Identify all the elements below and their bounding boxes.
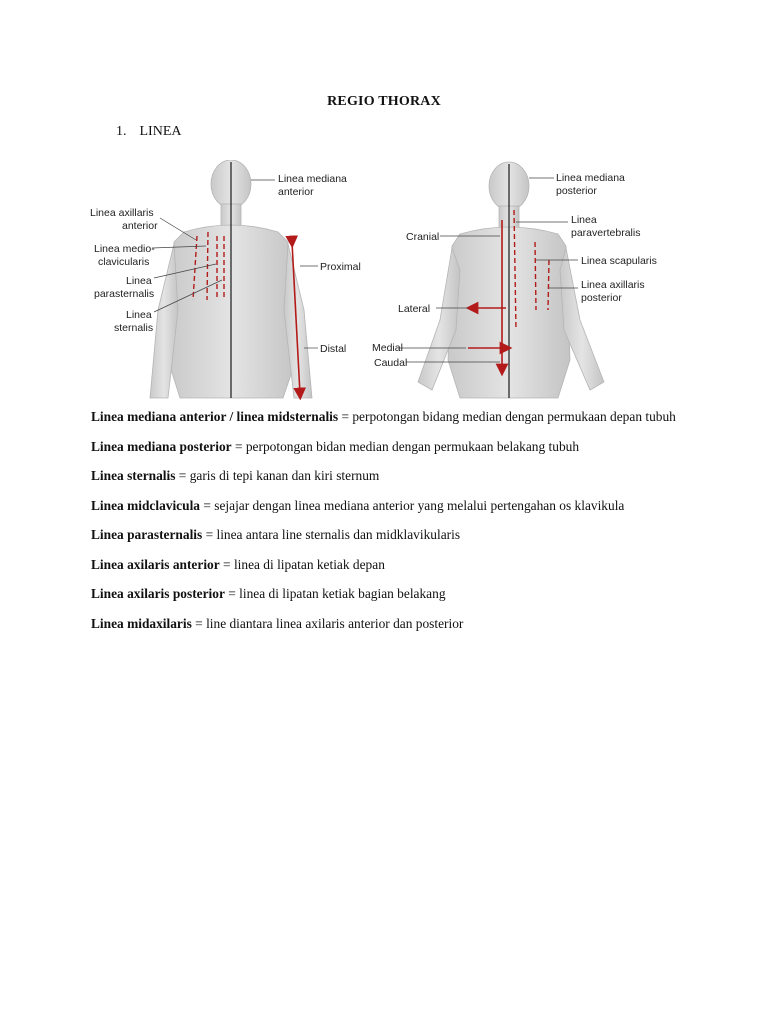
label-paravertebralis: paravertebralis: [571, 227, 640, 239]
label-linea-mediana-anterior: Linea mediana: [278, 173, 347, 185]
posterior-body-figure: [398, 161, 605, 399]
definition-term: Linea mediana anterior / linea midsterna…: [91, 409, 339, 424]
definition-text: garis di tepi kanan dan kiri sternum: [189, 468, 380, 483]
label-linea-scapularis: Linea scapularis: [581, 255, 657, 267]
definition-separator: =: [231, 438, 246, 454]
label-clavicularis: clavicularis: [98, 256, 149, 268]
definition-item: Linea midaxilaris = line diantara linea …: [91, 614, 691, 634]
definition-text: linea di lipatan ketiak bagian belakang: [239, 586, 446, 601]
proximal-distal-arrow: [285, 235, 307, 400]
axillaris-posterior-line: [547, 259, 550, 311]
label-posterior: posterior: [556, 185, 597, 197]
definition-term: Linea parasternalis: [91, 527, 203, 542]
label-proximal: Proximal: [320, 261, 361, 273]
anterior-left-arm: [149, 243, 179, 399]
anatomy-illustration: Linea mediana anterior Linea axillaris a…: [90, 160, 657, 400]
definition-item: Linea sternalis = garis di tepi kanan da…: [91, 466, 691, 486]
definition-text: perpotongan bidan median dengan permukaa…: [245, 438, 580, 454]
label-axillaris-anterior: anterior: [122, 220, 158, 232]
definition-text: linea di lipatan ketiak depan: [233, 556, 385, 572]
definition-item: Linea mediana anterior / linea midsterna…: [91, 407, 691, 427]
paravertebral-line: [513, 209, 517, 331]
label-linea-paravertebralis-1: Linea: [571, 214, 597, 226]
definition-term: Linea sternalis: [91, 468, 176, 483]
scapular-line: [534, 241, 537, 311]
page-title: REGIO THORAX: [327, 94, 441, 109]
label-linea-sternalis-1: Linea: [126, 309, 152, 321]
label-sternalis: sternalis: [114, 322, 153, 334]
definition-item: Linea midclavicula = sejajar dengan line…: [91, 496, 691, 516]
definitions-list: Linea mediana anterior / linea midsterna…: [91, 407, 691, 643]
posterior-left-arm: [417, 246, 461, 391]
thorax-lines-figure: Linea mediana anterior Linea axillaris a…: [88, 160, 678, 400]
label-axillaris-posterior: posterior: [581, 292, 622, 304]
definition-text: line diantara linea axilaris anterior da…: [206, 615, 464, 631]
definition-term: Linea midclavicula: [91, 497, 200, 513]
definition-text: perpotongan bidang median dengan permuka…: [352, 409, 676, 424]
label-caudal: Caudal: [374, 357, 407, 369]
definition-separator: =: [224, 586, 240, 601]
definition-item: Linea mediana posterior = perpotongan bi…: [91, 437, 691, 457]
definition-text: sejajar dengan linea mediana anterior ya…: [214, 497, 625, 513]
definition-term: Linea axilaris anterior: [91, 556, 220, 572]
label-linea-axillaris: Linea axillaris: [90, 207, 154, 219]
label-medial: Medial: [372, 342, 403, 354]
label-linea-mediana-posterior: Linea mediana: [556, 172, 625, 184]
anterior-torso: [167, 224, 297, 399]
definition-separator: =: [191, 615, 207, 631]
label-linea-parasternalis-1: Linea: [126, 275, 152, 287]
label-linea-medio: Linea medio-: [94, 243, 155, 255]
section-label: LINEA: [139, 124, 182, 139]
definition-separator: =: [175, 468, 190, 483]
definition-separator: =: [202, 527, 217, 542]
posterior-right-arm: [559, 247, 605, 391]
definition-item: Linea parasternalis = linea antara line …: [91, 525, 691, 545]
anterior-body-figure: [149, 160, 318, 400]
label-anterior: anterior: [278, 186, 314, 198]
section-heading: 1. LINEA: [116, 124, 182, 140]
definition-term: Linea axilaris posterior: [91, 586, 225, 601]
label-linea-axillaris-posterior: Linea axillaris: [581, 279, 645, 291]
definition-separator: =: [200, 497, 215, 513]
label-parasternalis: parasternalis: [94, 288, 154, 300]
definition-separator: =: [219, 556, 234, 572]
definition-separator: =: [338, 409, 353, 424]
definition-item: Linea axilaris posterior = linea di lipa…: [91, 584, 691, 604]
label-cranial: Cranial: [406, 231, 439, 243]
label-distal: Distal: [320, 343, 346, 355]
definition-text: linea antara line sternalis dan midklavi…: [216, 527, 461, 542]
definition-item: Linea axilaris anterior = linea di lipat…: [91, 555, 691, 575]
section-number: 1.: [116, 124, 127, 139]
definition-term: Linea midaxilaris: [91, 615, 192, 631]
definition-term: Linea mediana posterior: [91, 438, 232, 454]
label-lateral: Lateral: [398, 303, 430, 315]
